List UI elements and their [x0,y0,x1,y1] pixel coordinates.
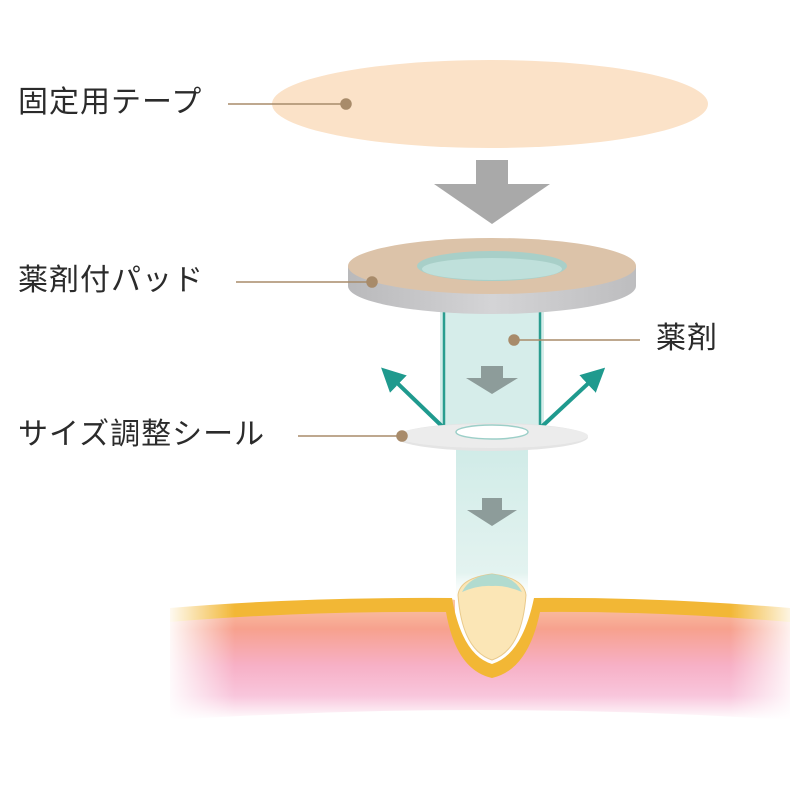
label-fixing-tape: 固定用テープ [18,85,203,120]
size-adjust-seal [396,423,588,451]
diffusion-arrows [381,367,606,434]
left-teal-arrow-icon [381,367,450,434]
down-arrow-icon [434,160,550,224]
leader-lines [228,98,640,442]
right-teal-arrow-icon [534,367,606,434]
fixing-tape [272,60,708,148]
label-medicine: 薬剤 [656,321,718,356]
label-size-adjust-seal: サイズ調整シール [18,417,266,452]
label-medicated-pad: 薬剤付パッド [18,263,204,298]
small-down-arrow-icon [466,366,518,394]
skin [165,590,800,730]
lower-down-arrow-icon [467,498,517,526]
corn [457,573,527,661]
medicated-pad [348,238,636,314]
skin-layer [170,598,790,720]
